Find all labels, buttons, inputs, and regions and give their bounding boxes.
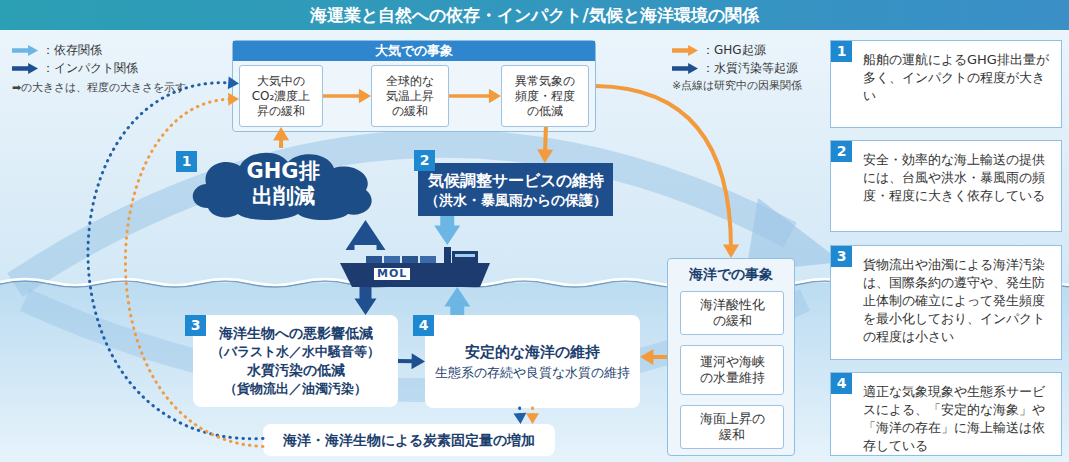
connector-line (531, 408, 534, 416)
event-box: 異常気象の頻度・程度の低減 (501, 65, 589, 127)
node-text: 運河や海峡の水量維持 (699, 354, 765, 386)
legend-arrow-swatch (12, 63, 38, 74)
connector-line (279, 136, 283, 148)
node-text: （貨物流出／油濁汚染） (224, 380, 367, 398)
node-text: 海面上昇の緩和 (699, 411, 765, 443)
connector-line (398, 359, 416, 363)
block-arrow (434, 216, 460, 245)
arrow-head (411, 353, 425, 369)
legend-arrow-swatch (12, 45, 38, 56)
node-text: 水質汚染の低減 (247, 361, 345, 380)
block-arrow (355, 287, 377, 315)
title-text: 海運業と自然への依存・インパクト/気候と海洋環境の関係 (0, 0, 1069, 30)
node-text: （洪水・暴風雨からの保護） (425, 191, 607, 209)
node-text: GHG排出削減 (238, 159, 328, 209)
node-text: 適正な気象現象や生態系サービスによる、「安定的な海象」や「海洋の存在」に海上輸送… (863, 383, 1051, 455)
explanation-box: 適正な気象現象や生態系サービスによる、「安定的な海象」や「海洋の存在」に海上輸送… (830, 372, 1062, 456)
callout-number: 1 (176, 151, 197, 172)
node-text: 貨物流出や油濁による海洋汚染は、国際条約の遵守や、発生防止体制の確立によって発生… (863, 256, 1051, 346)
dependency-box: 安定的な海洋の維持生態系の存続や良質な水質の維持 (425, 315, 640, 408)
event-box: 全球的な気温上昇の緩和 (371, 65, 449, 127)
ship-icon-shape (340, 245, 490, 287)
carbon-box: 海洋・海洋生物による炭素固定量の増加 (263, 424, 555, 456)
explanation-box: 船舶の運航によるGHG排出量が多く、インパクトの程度が大きい (830, 40, 1062, 128)
node-text: 大気中のCO₂濃度上昇の緩和 (251, 74, 311, 119)
connector (273, 127, 289, 148)
node-text: MOL (374, 268, 410, 280)
node-text: 大気での事象 (233, 41, 595, 61)
block-arrow (346, 220, 386, 250)
connector (398, 353, 425, 369)
connector-line (323, 94, 363, 98)
node-text: 生態系の存続や良質な水質の維持 (435, 363, 630, 382)
event-box: 海面上昇の緩和 (680, 405, 784, 449)
arrow-head (228, 93, 239, 106)
legend-arrow-swatch (672, 63, 698, 74)
legend-text: ：GHG起源 (702, 43, 766, 57)
node-text: 気候調整サービスの維持 (428, 170, 604, 191)
connector (444, 287, 470, 315)
legend-text: ：水質汚染等起源 (702, 61, 798, 75)
node-text: 海洋生物への悪影響低減 (219, 324, 373, 343)
service-box: 気候調整サービスの維持（洪水・暴風雨からの保護） (418, 163, 613, 216)
arrow-head (537, 149, 553, 163)
impact-box: 海洋生物への悪影響低減（バラスト水／水中騒音等）水質汚染の低減（貨物流出／油濁汚… (193, 315, 398, 407)
arrow-head (228, 76, 239, 89)
arrow-head (526, 413, 539, 424)
connector-line (125, 99, 263, 446)
arrow-head (640, 349, 653, 365)
group-box: 海洋での事象海洋酸性化の緩和運河や海峡の水量維持海面上昇の緩和 (667, 258, 795, 456)
connector (355, 287, 377, 315)
legend-note: ➡の大きさは、程度の大きさを示す (12, 81, 186, 94)
legend-text: ：依存関係 (42, 43, 102, 57)
connector (640, 349, 667, 365)
legend-note: ※点線は研究中の因果関係 (672, 79, 802, 92)
connector (596, 86, 739, 258)
ghg-cloud: GHG排出削減 (188, 148, 378, 220)
node-text: 海洋酸性化の緩和 (699, 297, 765, 329)
connector (125, 93, 263, 447)
connector-line (449, 94, 493, 98)
connector (449, 89, 501, 104)
arrow-head (723, 245, 739, 258)
arrow-head (489, 89, 501, 104)
connector-line (596, 86, 731, 249)
connector-line (543, 127, 548, 154)
connector (346, 220, 386, 250)
event-box: 運河や海峡の水量維持 (680, 345, 784, 395)
node-text: 船舶の運航によるGHG排出量が多く、インパクトの程度が大きい (863, 51, 1051, 105)
connector-line (518, 408, 521, 416)
connector (526, 408, 539, 424)
connector-line (649, 355, 667, 359)
node-text: 全球的な気温上昇の緩和 (386, 74, 434, 119)
node-text: 海洋・海洋生物による炭素固定量の増加 (283, 431, 535, 449)
explanation-box: 貨物流出や油濁による海洋汚染は、国際条約の遵守や、発生防止体制の確立によって発生… (830, 245, 1062, 360)
legend-arrow-swatch (672, 45, 698, 56)
arrow-head (273, 127, 289, 140)
node-text: 安定的な海洋の維持 (465, 341, 600, 363)
arrow-head (359, 89, 371, 104)
group-box: 大気での事象大気中のCO₂濃度上昇の緩和 全球的な気温上昇の緩和 異常気象の頻度・程… (232, 40, 596, 132)
arrow-head (513, 413, 526, 424)
connector (434, 216, 460, 245)
connector (323, 89, 371, 104)
explanation-box: 安全・効率的な海上輸送の提供には、台風や洪水・暴風雨の頻度・程度に大きく依存して… (830, 140, 1062, 232)
connector-line (88, 83, 263, 439)
node-text: （バラスト水／水中騒音等） (211, 343, 380, 361)
legend-text: ：インパクト関係 (42, 61, 138, 75)
node-text: 異常気象の頻度・程度の低減 (515, 74, 575, 119)
ship-icon: MOL (340, 245, 490, 287)
event-box: 大気中のCO₂濃度上昇の緩和 (239, 65, 323, 127)
node-text: 安全・効率的な海上輸送の提供には、台風や洪水・暴風雨の頻度・程度に大きく依存して… (863, 151, 1051, 205)
event-box: 海洋酸性化の緩和 (680, 291, 784, 335)
node-text: 海洋での事象 (668, 265, 794, 283)
connector (513, 408, 526, 424)
connector (88, 76, 263, 438)
connector (537, 127, 553, 163)
block-arrow (444, 287, 470, 315)
